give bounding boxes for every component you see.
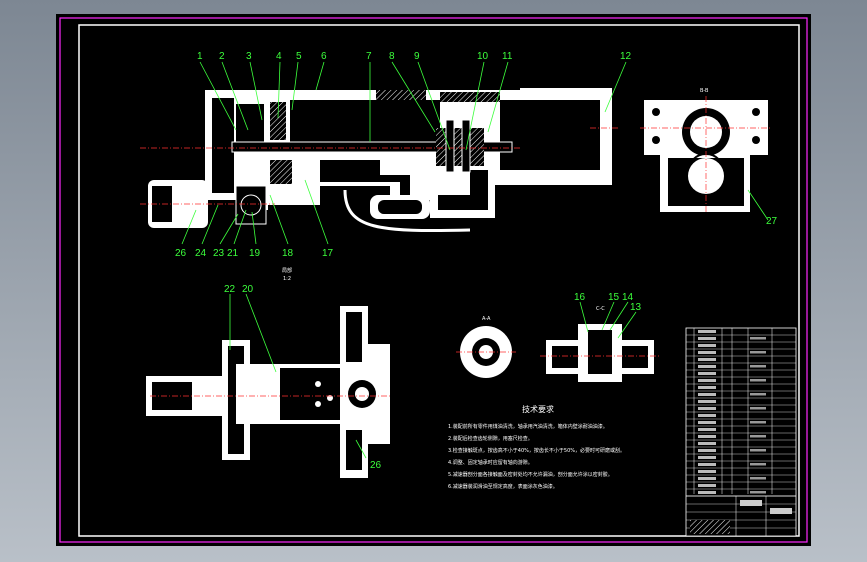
bom-cell-mark <box>698 435 716 438</box>
side-view-b: B-B 27 <box>640 88 778 227</box>
part-label-13: 13 <box>630 302 642 313</box>
tech-note-5: 5.减速器剖分面各接触面及密封处均不允许漏油，剖分面允许涂以密封胶。 <box>448 471 613 478</box>
part-label-16: 16 <box>574 292 586 303</box>
technical-requirements: 技术要求 1.装配前所有零件用煤油清洗，轴承用汽油清洗，箱体内壁涂耐油油漆。 2… <box>448 404 625 490</box>
part-label-24: 24 <box>195 248 207 259</box>
part-label-23: 23 <box>213 248 225 259</box>
section-label-cc: C-C <box>596 306 605 312</box>
part-label-12: 12 <box>620 51 632 62</box>
bom-cell-mark <box>750 351 766 354</box>
bom-cell-mark <box>698 386 716 389</box>
bom-cell-mark <box>698 484 716 487</box>
part-label-6: 6 <box>321 51 327 62</box>
title-block-mark <box>770 508 792 514</box>
tech-note-1: 1.装配前所有零件用煤油清洗，轴承用汽油清洗，箱体内壁涂耐油油漆。 <box>448 423 608 430</box>
bom-cell-mark <box>698 400 716 403</box>
tech-title: 技术要求 <box>522 404 554 414</box>
outer-border <box>59 17 808 543</box>
bom-cell-mark <box>698 428 716 431</box>
bom-cell-mark <box>750 407 766 410</box>
bom-cell-mark <box>698 449 716 452</box>
bom-cell-mark <box>698 456 716 459</box>
part-label-19: 19 <box>249 248 261 259</box>
bom-cell-mark <box>698 463 716 466</box>
part-label-21: 21 <box>227 248 239 259</box>
title-block-hatch <box>690 520 730 534</box>
bom-cell-mark <box>750 393 766 396</box>
bom-cell-mark <box>698 372 716 375</box>
bom-cell-mark <box>698 379 716 382</box>
part-label-1: 1 <box>197 51 203 62</box>
tech-note-4: 4.调整、固定轴承时应留有轴向游隙。 <box>448 459 533 466</box>
section-view-c: C-C 16 15 14 13 <box>540 292 660 382</box>
main-assembly-view <box>140 88 620 233</box>
bom-cell-mark <box>750 435 766 438</box>
bom-cell-mark <box>750 421 766 424</box>
bom-cell-mark <box>698 351 716 354</box>
bom-cell-mark <box>750 365 766 368</box>
inner-border <box>78 24 800 537</box>
bom-cell-mark <box>698 477 716 480</box>
bom-cell-mark <box>698 358 716 361</box>
part-label-5: 5 <box>296 51 302 62</box>
tech-note-3: 3.检查接触斑点，按齿高不小于40%，按齿长不小于50%，必要时可研磨或刮。 <box>448 447 625 454</box>
bom-cell-mark <box>750 491 766 494</box>
bom-cell-mark <box>698 491 716 494</box>
part-label-10: 10 <box>477 51 489 62</box>
title-block-mark <box>740 500 762 506</box>
round-part-view: A-A <box>456 316 516 378</box>
bom-cell-mark <box>750 379 766 382</box>
part-label-27: 27 <box>766 216 778 227</box>
bom-cell-mark <box>698 407 716 410</box>
section-label-bb: B-B <box>700 88 709 94</box>
part-label-3: 3 <box>246 51 252 62</box>
bom-cell-mark <box>698 421 716 424</box>
part-label-17: 17 <box>322 248 334 259</box>
parts-list-table <box>685 327 797 537</box>
section-label-aa: A-A <box>482 316 491 322</box>
tech-note-2: 2.装配后检查齿轮侧隙，用塞尺检查。 <box>448 435 533 442</box>
bom-cell-mark <box>698 344 716 347</box>
view-label: 局部 <box>282 267 292 274</box>
part-label-9: 9 <box>414 51 420 62</box>
plan-view: 22 20 26 <box>146 284 392 478</box>
bom-cell-mark <box>698 330 716 333</box>
bom-cell-mark <box>750 449 766 452</box>
bom-cell-mark <box>698 442 716 445</box>
part-label-26: 26 <box>175 248 187 259</box>
bom-cell-mark <box>698 337 716 340</box>
part-label-4: 4 <box>276 51 282 62</box>
part-label-11: 11 <box>502 51 513 62</box>
leader-lines-top <box>181 61 627 245</box>
part-label-15: 15 <box>608 292 620 303</box>
part-label-26b: 26 <box>370 460 382 471</box>
part-label-14: 14 <box>622 292 634 303</box>
part-label-2: 2 <box>219 51 225 62</box>
part-label-22: 22 <box>224 284 236 295</box>
part-label-7: 7 <box>366 51 372 62</box>
part-label-18: 18 <box>282 248 294 259</box>
bom-cell-mark <box>698 393 716 396</box>
view-scale: 1:2 <box>283 276 291 282</box>
bom-cell-mark <box>698 365 716 368</box>
part-labels: 1 2 3 4 5 6 7 8 9 10 11 12 26 24 23 21 1… <box>175 51 632 259</box>
bom-cell-mark <box>750 463 766 466</box>
bom-cell-mark <box>698 414 716 417</box>
bom-cell-mark <box>750 337 766 340</box>
bom-cell-mark <box>698 470 716 473</box>
tech-note-6: 6.减速器装润滑油至规定高度，表面涂灰色油漆。 <box>448 483 558 490</box>
part-label-8: 8 <box>389 51 395 62</box>
part-label-20: 20 <box>242 284 254 295</box>
bom-cell-mark <box>750 477 766 480</box>
